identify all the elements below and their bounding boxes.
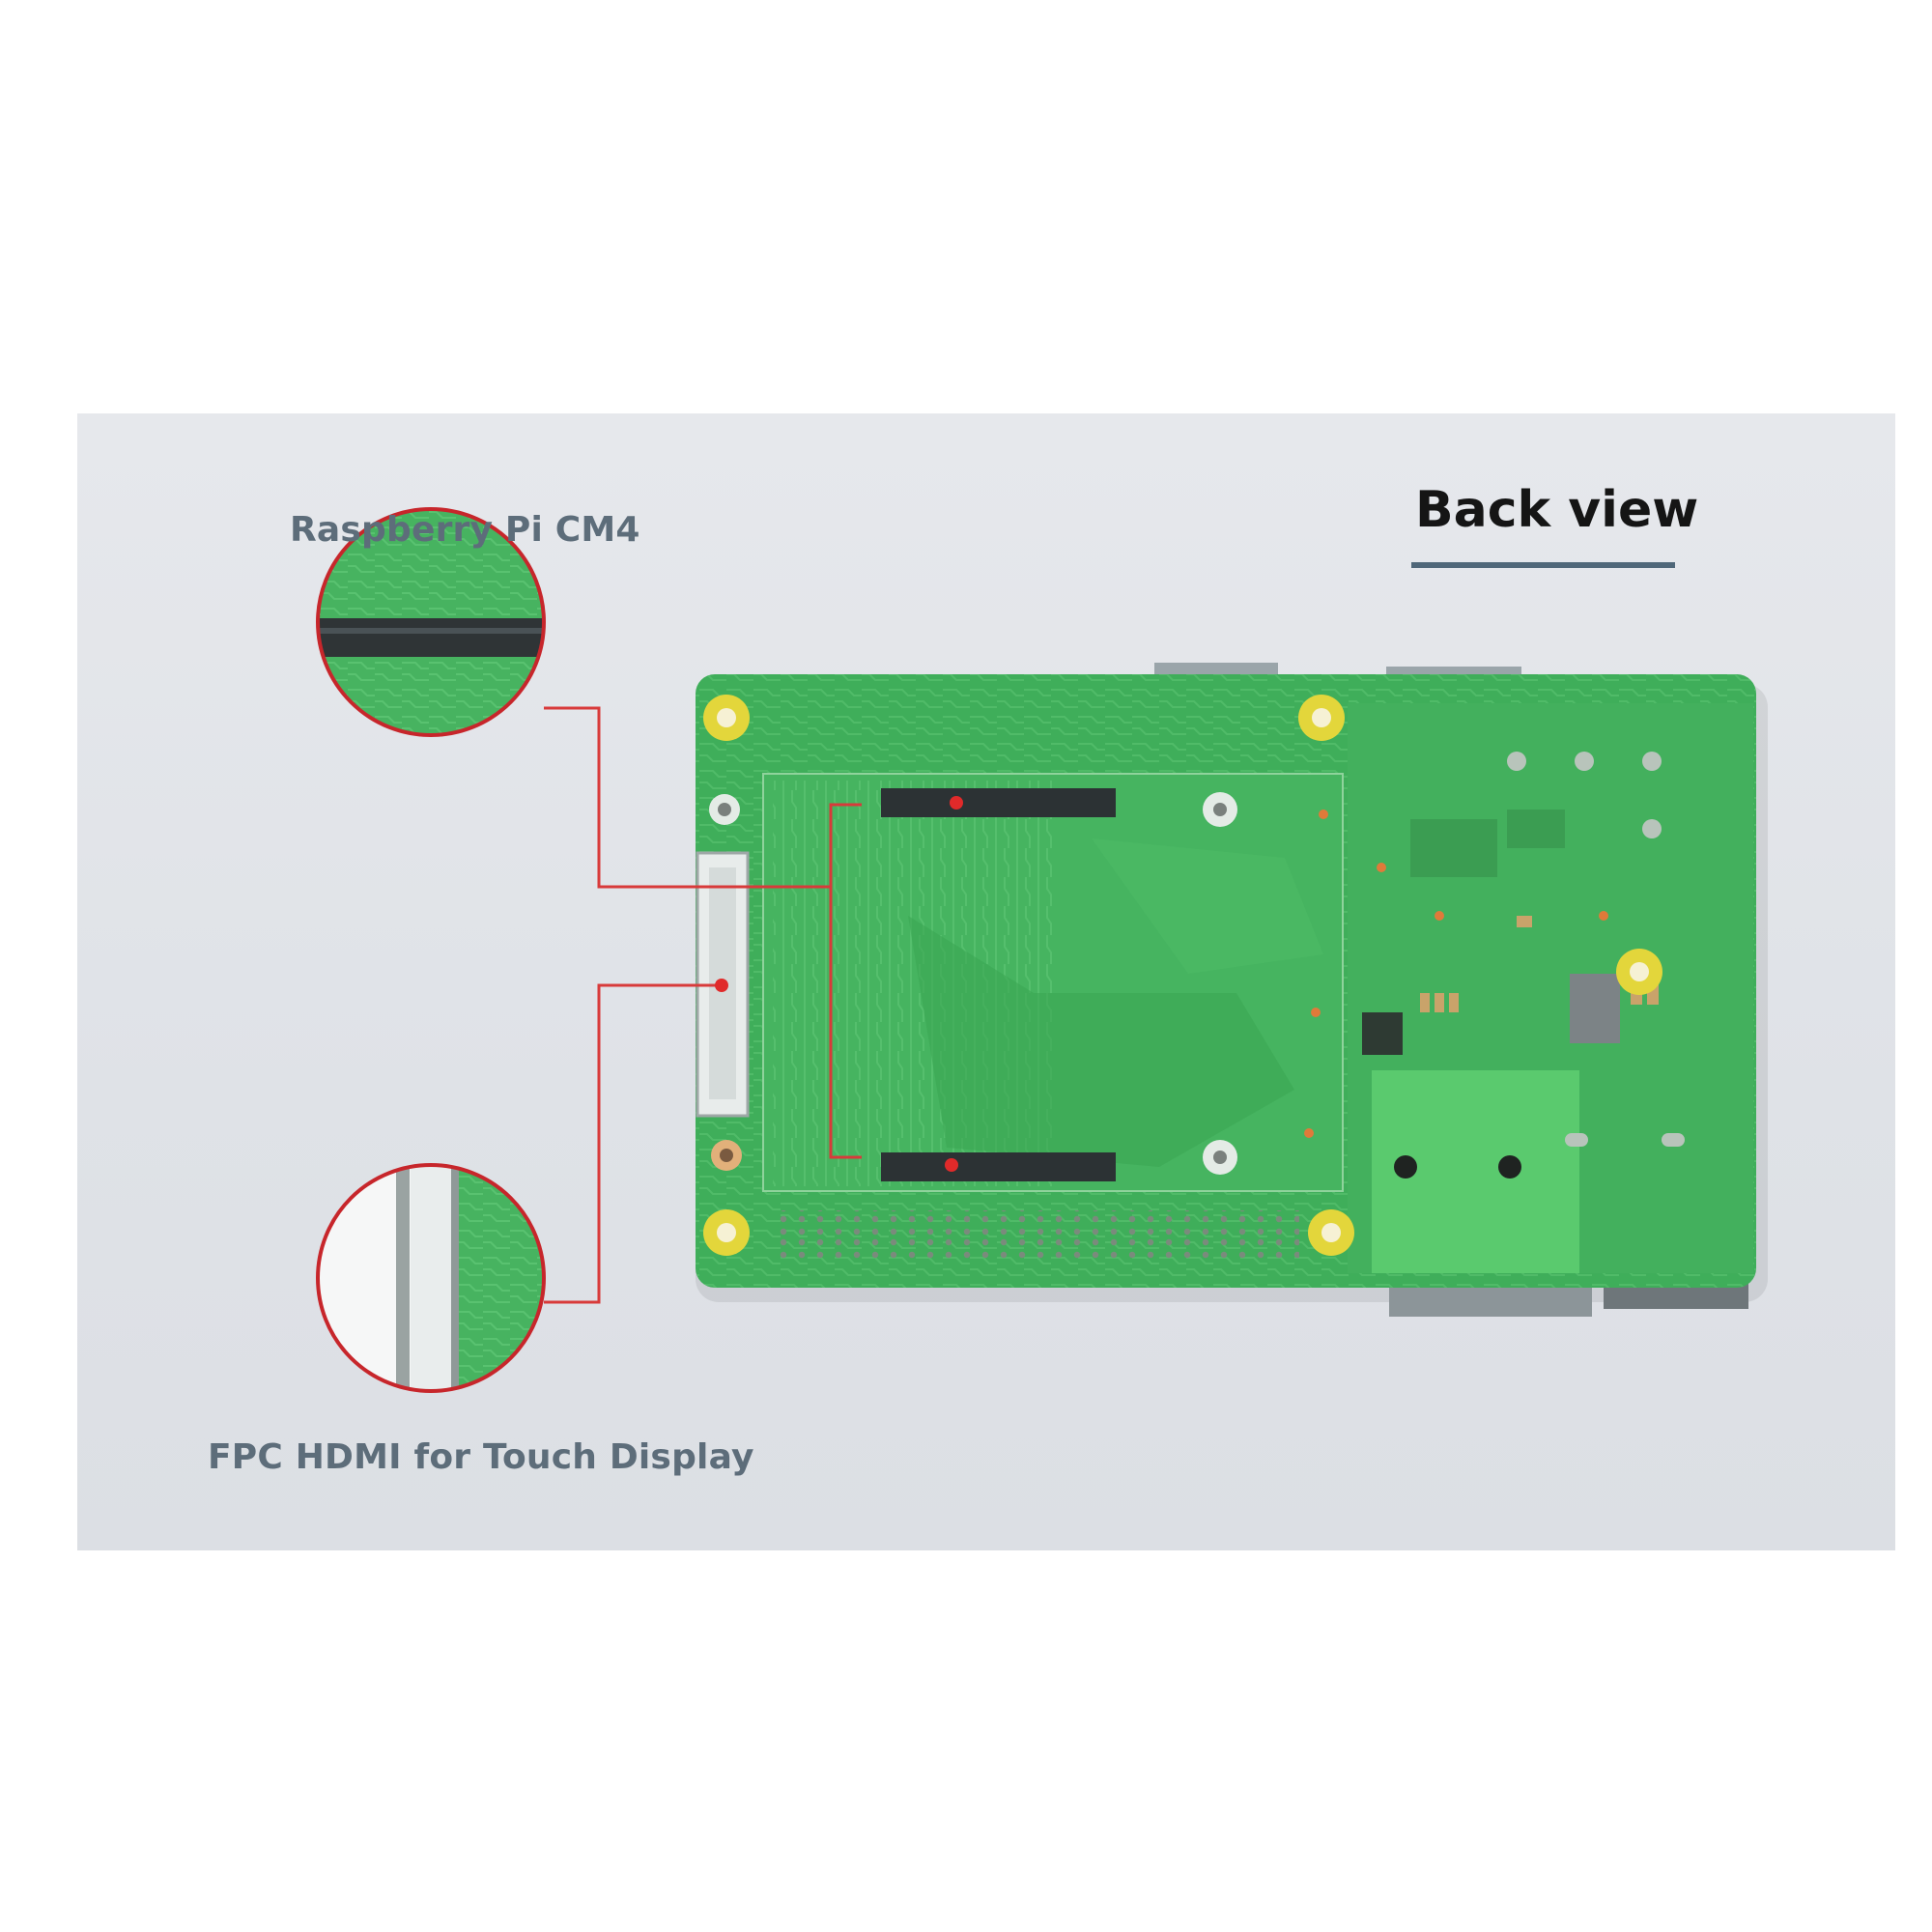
page-title: Back view (1415, 481, 1699, 539)
cm4-connector-bottom (881, 1152, 1116, 1181)
cm4-connector-top (881, 788, 1116, 817)
mounting-holes (703, 695, 1662, 1256)
cm4-label: Raspberry Pi CM4 (290, 510, 640, 550)
title-underline (1411, 562, 1675, 568)
callout-lines (544, 706, 862, 1304)
gpio-header (773, 1210, 1299, 1259)
image-panel: Raspberry Pi CM4 FPC HDMI for Touch Disp… (77, 413, 1895, 1550)
fpc-connector-zoom (316, 1163, 546, 1393)
inductor (1570, 974, 1620, 1043)
pcb-board-photo (316, 507, 1768, 1393)
fpc-hdmi-label: FPC HDMI for Touch Display (208, 1437, 754, 1477)
cm4-connector-zoom (316, 507, 546, 737)
